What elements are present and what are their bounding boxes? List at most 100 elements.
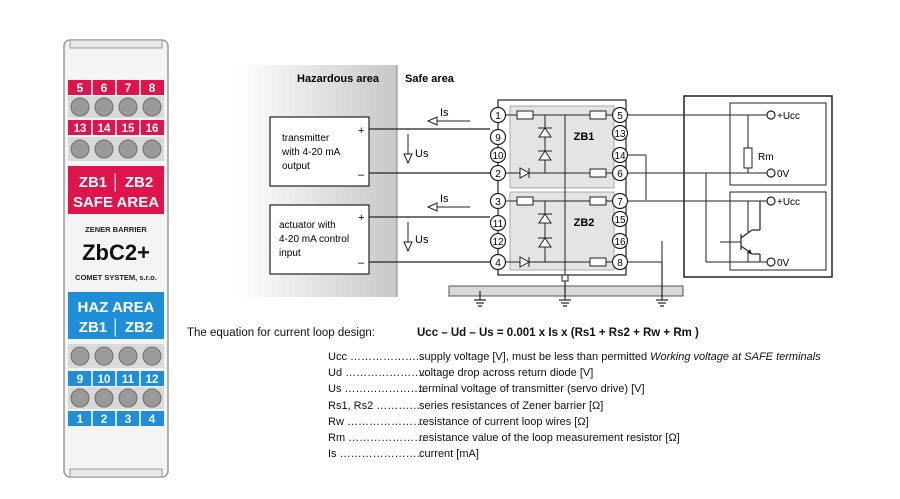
- legend-row: Rs1, Rs2 ………… series resistances of Zene…: [328, 398, 821, 414]
- hazardous-area-label: Hazardous area: [297, 73, 380, 85]
- manufacturer-caption: COMET SYSTEM, s.r.o.: [75, 273, 157, 282]
- terminal-label: 8: [149, 81, 156, 95]
- analog-output-box: [729, 191, 827, 271]
- zero-volt-label: 0V: [777, 258, 790, 269]
- wiring-schematic: Hazardous area Safe area transmitter wit…: [236, 65, 833, 307]
- terminal-number: 11: [493, 219, 504, 230]
- terminal-number: 6: [617, 169, 623, 180]
- actuator-label: 4-20 mA control: [279, 234, 349, 245]
- ground-rail: [448, 285, 684, 297]
- terminal-label: 4: [149, 412, 156, 426]
- is-current-label: Is: [440, 193, 449, 205]
- plus-sign: +: [358, 212, 364, 224]
- actuator-label: input: [279, 248, 301, 259]
- safe-area-zb-label: ZB1 │ ZB2: [79, 173, 153, 192]
- safe-area-label: SAFE AREA: [73, 194, 159, 211]
- minus-sign: –: [358, 257, 365, 269]
- terminal-label: 14: [98, 123, 111, 135]
- screw-row-1: [68, 96, 164, 118]
- actuator-label: actuator with: [279, 220, 336, 231]
- legend-key: Rm …………………: [328, 432, 426, 445]
- terminal-label: 15: [122, 123, 135, 135]
- transmitter-label: transmitter: [282, 133, 330, 144]
- transmitter-label: with 4-20 mA: [281, 147, 341, 158]
- haz-area-zb-label: ZB1 │ ZB2: [79, 318, 153, 337]
- us-voltage-label: Us: [415, 148, 429, 160]
- legend-row: Is ………………….. current [mA]: [328, 446, 821, 462]
- terminal-label: 9: [77, 374, 83, 386]
- terminal-label: 10: [98, 374, 111, 386]
- zb2-label: ZB2: [574, 217, 595, 229]
- terminal-label: 16: [146, 123, 159, 135]
- zener-barrier-module: 5 6 7 8 13 14 15 16: [63, 39, 169, 478]
- terminal-number: 10: [492, 151, 504, 162]
- legend-row: Rw …………………. resistance of current loop w…: [328, 414, 821, 430]
- haz-area-label: HAZ AREA: [78, 299, 155, 316]
- ucc-label: +Ucc: [777, 197, 800, 208]
- screw-row-4: [68, 387, 164, 409]
- ucc-label: +Ucc: [777, 111, 800, 122]
- terminal-number: 7: [617, 197, 623, 208]
- terminal-number: 13: [614, 129, 626, 140]
- zener-barrier-caption: ZENER BARRIER: [85, 225, 147, 234]
- rm-resistor: [743, 147, 753, 169]
- legend-desc-text: supply voltage [V], must be less than pe…: [419, 351, 651, 363]
- terminal-number: 16: [614, 237, 626, 248]
- terminal-number: 3: [495, 197, 501, 208]
- legend-desc: terminal voltage of transmitter (servo d…: [419, 383, 645, 396]
- terminal-number: 8: [617, 258, 623, 269]
- legend-key: Ucc ………………..: [328, 351, 423, 363]
- terminal-label: 7: [125, 81, 132, 95]
- terminal-number: 5: [617, 111, 623, 122]
- plus-sign: +: [358, 125, 364, 137]
- legend-row: Ucc ……………….. supply voltage [V], must be…: [328, 349, 821, 365]
- safe-area-label: Safe area: [405, 73, 455, 85]
- legend-key: Ud …………………..: [328, 367, 429, 380]
- legend-desc-italic: Working voltage at SAFE terminals: [650, 351, 821, 363]
- legend-desc: voltage drop across return diode [V]: [419, 367, 594, 380]
- is-current-label: Is: [440, 107, 449, 119]
- equation-label: The equation for current loop design:: [187, 327, 375, 339]
- zero-volt-label: 0V: [777, 169, 790, 180]
- legend-row: Rm ………………… resistance value of the loop …: [328, 430, 821, 446]
- legend-desc: resistance value of the loop measurement…: [419, 432, 680, 445]
- transmitter-label: output: [282, 161, 310, 172]
- model-name: ZbC2+: [82, 240, 150, 265]
- legend-row: Ud ………………….. voltage drop across return …: [328, 365, 821, 381]
- legend-key: Us …………………..: [328, 383, 428, 396]
- legend-key: Rs1, Rs2 …………: [328, 399, 421, 412]
- actuator-box: [269, 204, 370, 275]
- screw-row-3: [68, 344, 164, 368]
- minus-sign: –: [358, 169, 365, 181]
- transmitter-box: [269, 116, 370, 187]
- screw-row-2: [68, 137, 164, 161]
- terminal-number: 12: [492, 237, 504, 248]
- terminal-number: 2: [495, 169, 501, 180]
- terminal-label: 12: [146, 374, 159, 386]
- analog-input-box: [729, 102, 827, 186]
- terminal-label: 1: [77, 412, 84, 426]
- safe-area-label-box: [68, 166, 164, 214]
- terminal-number: 4: [495, 258, 501, 269]
- terminal-number: 14: [614, 151, 626, 162]
- haz-area-label-box: [68, 292, 164, 339]
- legend-key: Is …………………..: [328, 448, 423, 461]
- legend-list: Ucc ……………….. supply voltage [V], must be…: [328, 349, 821, 462]
- legend-desc: resistance of current loop wires [Ω]: [419, 415, 589, 428]
- legend-desc: current [mA]: [419, 448, 479, 461]
- terminal-number: 9: [495, 133, 501, 144]
- terminal-label: 5: [77, 81, 84, 95]
- legend-desc: series resistances of Zener barrier [Ω]: [419, 399, 604, 412]
- terminal-label: 11: [122, 374, 135, 386]
- legend-desc: supply voltage [V], must be less than pe…: [419, 349, 821, 365]
- zb1-label: ZB1: [574, 131, 595, 143]
- legend-key: Rw ………………….: [328, 415, 427, 428]
- equation-formula: Ucc – Ud – Us = 0.001 x Is x (Rs1 + Rs2 …: [417, 327, 699, 339]
- terminal-label: 6: [101, 81, 108, 95]
- us-voltage-label: Us: [415, 234, 429, 246]
- terminal-number: 15: [614, 215, 626, 226]
- legend-row: Us ………………….. terminal voltage of transmi…: [328, 381, 821, 397]
- terminal-label: 3: [125, 412, 132, 426]
- terminal-label: 13: [74, 123, 87, 135]
